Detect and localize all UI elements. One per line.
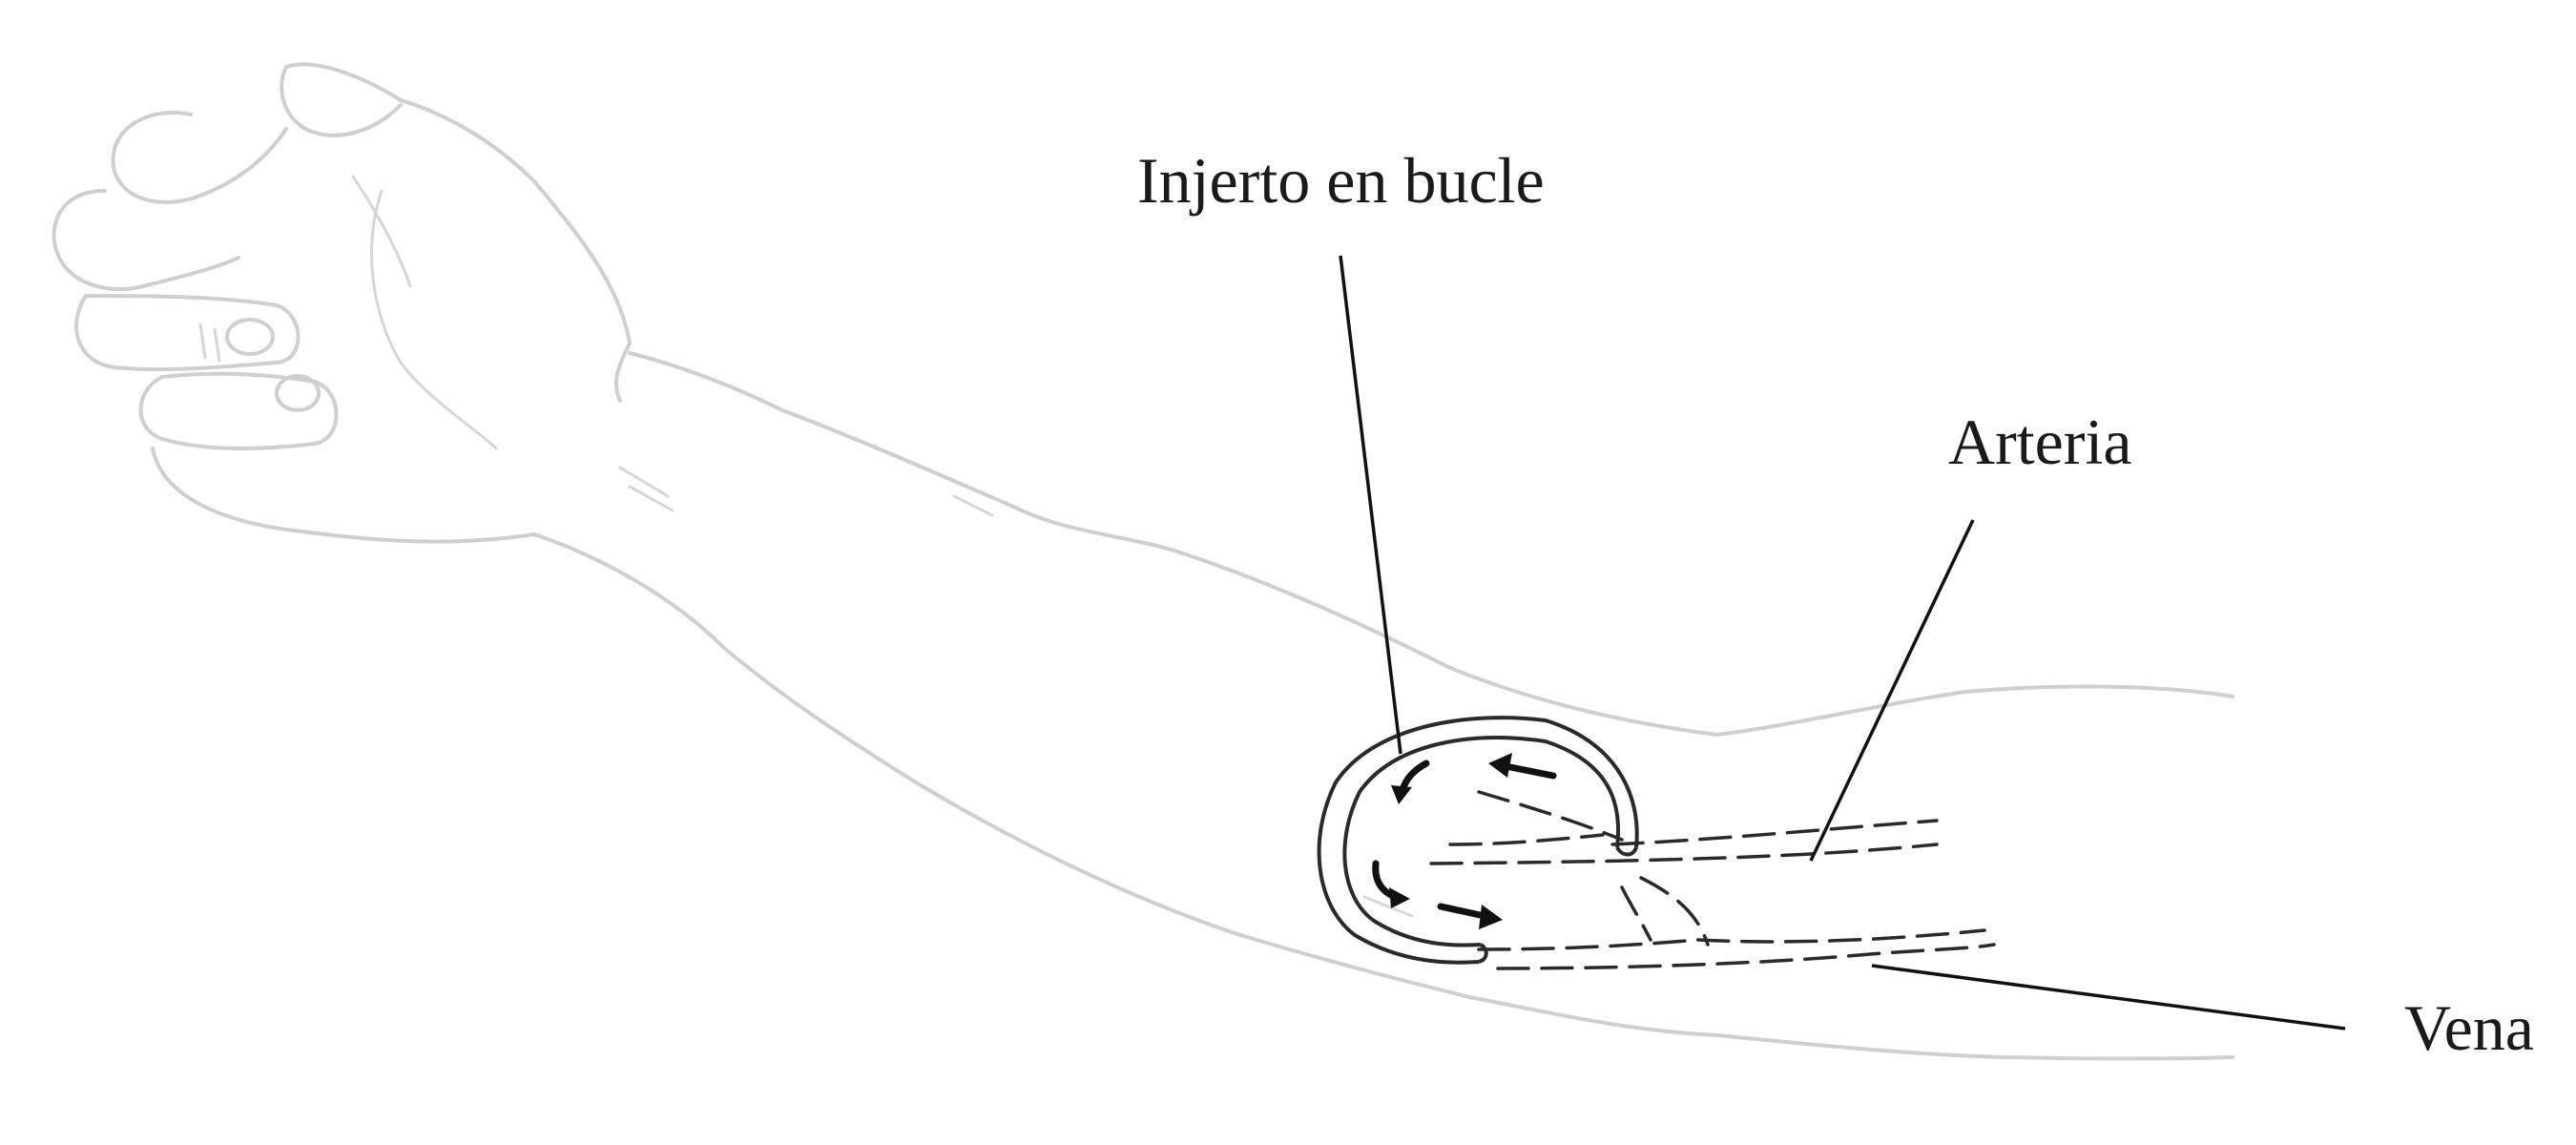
forearm-bottom-outline xyxy=(532,532,2234,1061)
artery-vessel xyxy=(1429,790,1939,865)
graft-venous-end xyxy=(1478,943,1488,964)
flow-arrow-bottom-head xyxy=(1479,905,1503,929)
artery-label: Arteria xyxy=(1948,406,2132,478)
graft-leader-line xyxy=(1339,255,1402,755)
vein-branch xyxy=(1639,876,1710,947)
flow-arrow-top-head xyxy=(1488,753,1512,778)
graft-arterial-end xyxy=(1615,845,1638,857)
flow-arrow-bottom xyxy=(1437,903,1488,920)
loop-graft-outer xyxy=(1317,716,1639,965)
vein-line-lower xyxy=(1496,943,1996,970)
artery-line-lower xyxy=(1429,843,1939,865)
artery-branch-1 xyxy=(1477,790,1624,842)
flow-arrows xyxy=(1372,753,1557,929)
finger-2 xyxy=(52,189,240,292)
finger-4 xyxy=(138,371,339,450)
elbow-crease xyxy=(952,494,1414,918)
vein-leader-line xyxy=(1871,964,2346,1030)
knuckle-crease xyxy=(198,175,412,363)
finger-3 xyxy=(74,294,301,372)
vein-line-upper xyxy=(1477,928,1986,951)
vein-vessel xyxy=(1477,876,1996,970)
vein-branch-2 xyxy=(1620,885,1652,942)
forearm-top-outline xyxy=(628,351,2234,737)
fingernail-2 xyxy=(275,374,321,412)
palm-outline xyxy=(151,447,536,544)
artery-leader-line xyxy=(1809,519,1975,862)
loop-graft xyxy=(1317,716,1639,965)
flow-arrow-left-bottom-head xyxy=(1389,887,1410,908)
finger-1 xyxy=(111,111,288,204)
wrist-crease xyxy=(618,466,675,512)
hand-outline xyxy=(284,62,632,403)
loop-graft-inner xyxy=(1342,736,1621,947)
arm-outline xyxy=(52,62,2234,1061)
palm-crease xyxy=(370,189,498,450)
artery-branch-2 xyxy=(1448,833,1605,846)
vein-label: Vena xyxy=(2404,991,2534,1064)
flow-arrow-left-top xyxy=(1399,760,1430,794)
fingernail-1 xyxy=(225,318,275,356)
flow-arrow-left-top-head xyxy=(1391,785,1412,804)
thumb-outline xyxy=(280,65,403,137)
artery-line-upper xyxy=(1610,819,1939,846)
flow-arrow-top xyxy=(1502,762,1557,780)
graft-label: Injerto en bucle xyxy=(1137,144,1545,217)
